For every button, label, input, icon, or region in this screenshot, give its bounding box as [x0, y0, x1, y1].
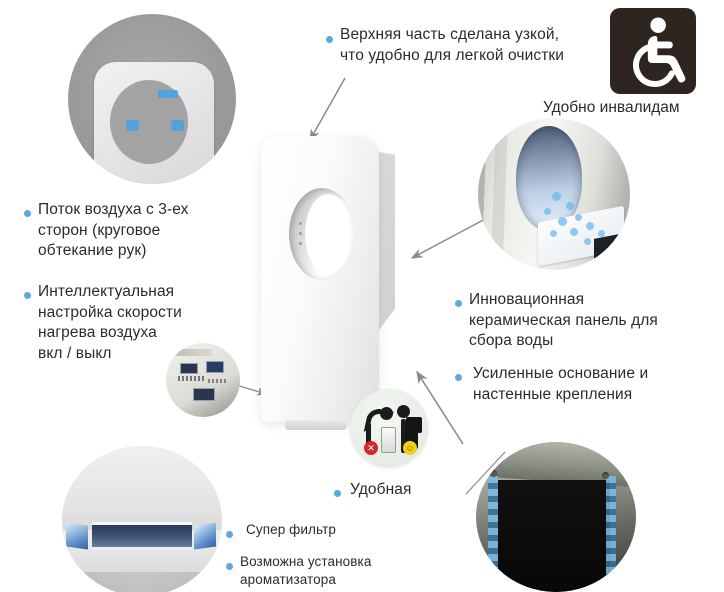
air-jet-top-icon — [158, 90, 178, 98]
water-drop-icon — [586, 222, 594, 230]
usage-comparison-badge: ✕ ☺ — [350, 389, 428, 467]
callout-smart-heat: Интеллектуальная настройка скорости нагр… — [38, 283, 182, 362]
badge-paper-towel-box — [381, 427, 396, 453]
filter-cap-right — [194, 522, 216, 550]
callout-top-narrow: Верхняя часть сделана узкой, что удобно … — [340, 26, 565, 64]
water-drop-icon — [566, 202, 574, 210]
badge-head-left — [380, 407, 393, 420]
control-label-left — [178, 376, 204, 381]
bullet-aroma — [226, 563, 233, 570]
label-accessible: Удобно инвалидам — [543, 99, 680, 116]
control-display-bottom — [193, 388, 215, 401]
bullet-ceramic-panel — [455, 300, 462, 307]
bullet-reinforced-base — [455, 374, 462, 381]
filter-cap-left — [66, 522, 88, 550]
callout-super-filter: Супер фильтр — [246, 522, 336, 537]
water-drop-icon — [598, 230, 605, 237]
inset-ceramic-panel-photo — [478, 118, 630, 270]
filter-slot-shape — [92, 522, 192, 550]
product-sensor-dot — [299, 232, 302, 235]
badge-smiley-icon: ☺ — [403, 441, 417, 455]
bullet-super-filter — [226, 531, 233, 538]
product-foot — [285, 420, 347, 430]
callout-aroma: Возможна установка ароматизатора — [240, 554, 372, 587]
wheelchair-accessibility-icon — [610, 8, 696, 94]
water-drop-icon — [575, 214, 582, 221]
product-sensor-dot — [299, 242, 302, 245]
hand-dryer-product-image — [255, 136, 445, 456]
bracket-screw-icon — [602, 472, 609, 479]
inset-filter-photo — [62, 446, 222, 592]
bracket-rail-right — [606, 476, 616, 592]
badge-stand-right — [401, 419, 406, 453]
control-display-left — [180, 363, 198, 374]
air-jet-right-icon — [171, 120, 184, 131]
water-drop-icon — [558, 217, 567, 226]
water-drop-icon — [550, 230, 557, 237]
water-drop-icon — [570, 228, 578, 236]
callout-ceramic-panel: Инновационная керамическая панель для сб… — [469, 291, 658, 350]
product-hand-opening — [289, 188, 355, 280]
bullet-convenient — [334, 490, 341, 497]
badge-cross-icon: ✕ — [364, 441, 378, 455]
control-label-right — [208, 379, 226, 383]
air-jet-left-icon — [126, 120, 139, 131]
water-drop-icon — [544, 208, 551, 215]
bracket-dark-body — [498, 480, 610, 592]
inset-wall-bracket-photo — [476, 442, 636, 592]
control-top-strip — [172, 349, 212, 356]
callout-air-three-sides: Поток воздуха с 3-ех сторон (круговое об… — [38, 201, 189, 260]
water-drop-icon — [584, 238, 591, 245]
callout-convenient: Удобная — [350, 481, 412, 498]
bullet-smart-heat — [24, 292, 31, 299]
water-drop-icon — [552, 192, 561, 201]
product-sensor-dot — [299, 222, 302, 225]
inset-airflow-photo — [68, 14, 236, 184]
bullet-top-narrow — [326, 36, 333, 43]
callout-reinforced-base: Усиленные основание и настенные креплени… — [473, 365, 649, 403]
bracket-rail-left — [488, 476, 498, 592]
bracket-screw-icon — [490, 470, 497, 477]
badge-stand-left — [366, 423, 371, 453]
control-display-right — [206, 361, 224, 373]
badge-head-right — [397, 405, 410, 418]
bullet-air-three-sides — [24, 210, 31, 217]
inset-control-panel-photo — [166, 343, 240, 417]
